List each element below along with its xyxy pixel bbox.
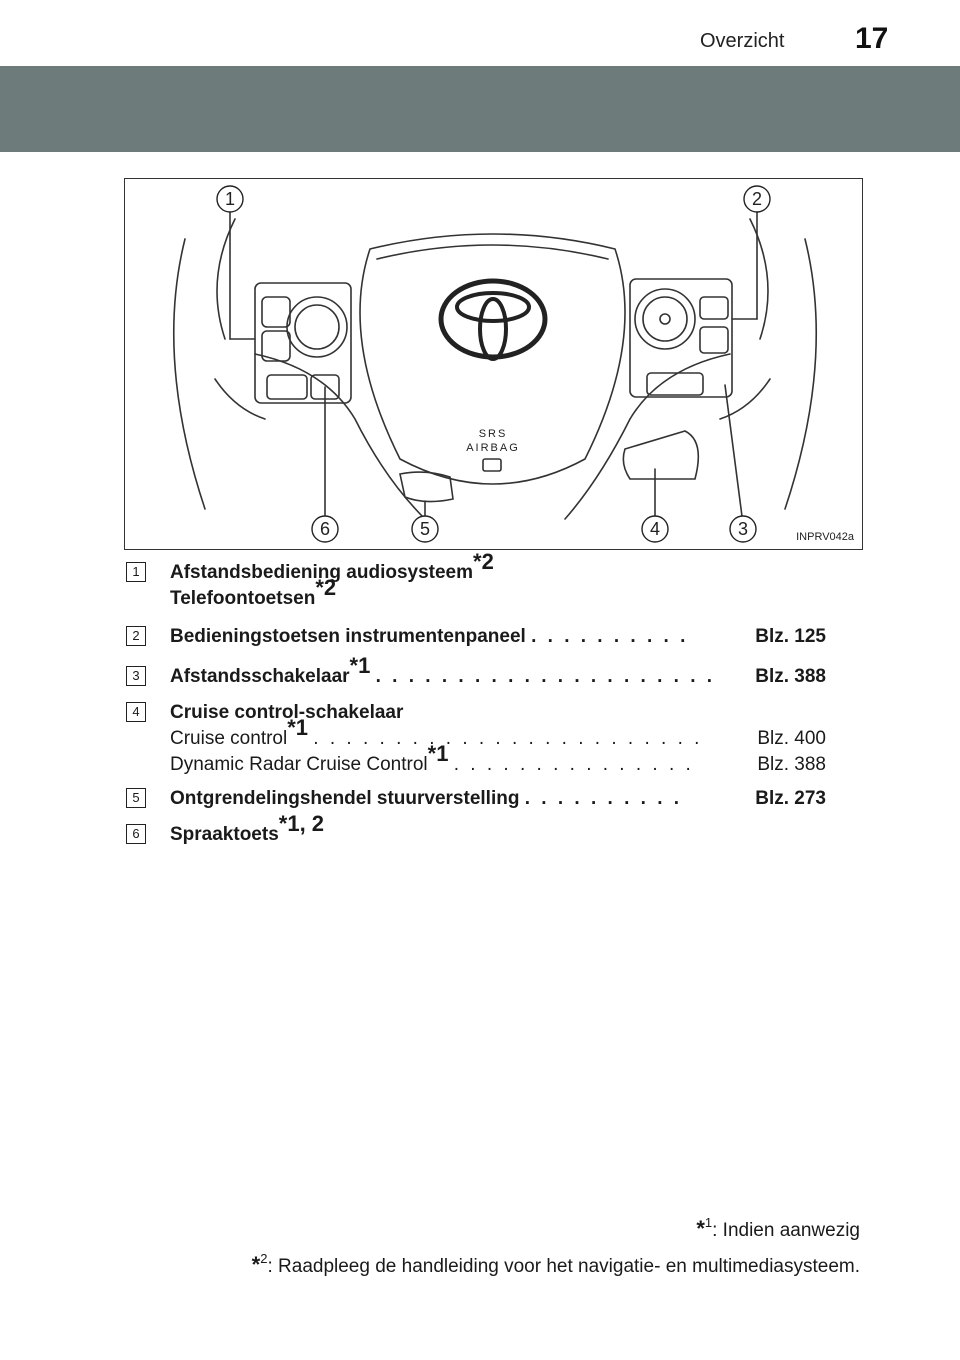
leader-dots: . . . . . . . . . . . . . . . . . . . . … — [313, 728, 703, 749]
item-number: 6 — [126, 824, 146, 844]
list-item: 2 Bedieningstoetsen instrumentenpaneel .… — [126, 624, 826, 650]
page-ref: Blz. 400 — [757, 728, 826, 749]
item-number: 3 — [126, 666, 146, 686]
item-title: Spraaktoets*1, 2 — [170, 813, 324, 847]
airbag-label-srs: SRS — [479, 428, 508, 440]
leader-dots: . . . . . . . . . . . . . . . . . . . . … — [375, 666, 716, 687]
leader-dots: . . . . . . . . . . . . . . . . . . — [524, 788, 685, 809]
list-item: 1 Afstandsbediening audiosysteem*2 Telef… — [126, 551, 826, 616]
item-title: Bedieningstoetsen instrumentenpaneel . .… — [170, 624, 826, 649]
item-title: Afstandsbediening audiosysteem*2 — [170, 551, 494, 585]
footnotes: *1: Indien aanwezig *2: Raadpleeg de han… — [252, 1212, 860, 1284]
page-header — [0, 0, 960, 62]
figure-code: INPRV042a — [796, 531, 854, 543]
item-title-text: Afstandsschakelaar — [170, 666, 350, 687]
page-ref: Blz. 273 — [755, 788, 826, 809]
callout-label-6: 6 — [320, 519, 330, 539]
leader-dots: . . . . . . . . . . . . . . . . . . . . — [531, 626, 696, 647]
footnote-text: : Indien aanwezig — [712, 1220, 860, 1241]
callout-label-2: 2 — [752, 189, 762, 209]
page-ref: Blz. 388 — [755, 666, 826, 687]
header-band — [0, 66, 960, 152]
footnote-mark: * — [251, 1252, 261, 1277]
callout-1 — [216, 185, 244, 213]
callout-5 — [411, 515, 439, 543]
footnote-ref: *1 — [349, 653, 371, 678]
item-number: 1 — [126, 562, 146, 582]
item-title-2: Telefoontoetsen*2 — [170, 577, 336, 611]
item-title-text: Afstandsbediening audiosysteem — [170, 562, 474, 583]
list-item: 3 Afstandsschakelaar*1 . . . . . . . . .… — [126, 655, 826, 690]
footnote-ref: *1 — [287, 715, 309, 740]
item-title-text: Bedieningstoetsen instrumentenpaneel — [170, 626, 526, 647]
footnote-ref: *1, 2 — [278, 811, 325, 836]
item-title: Cruise control-schakelaar — [170, 702, 404, 723]
page-ref: Blz. 388 — [757, 754, 826, 775]
steering-wheel-illustration: 1 2 3 4 5 6 SRS AIRBAG — [172, 185, 818, 543]
item-title: Afstandsschakelaar*1 . . . . . . . . . .… — [170, 655, 826, 689]
list-item: 4 Cruise control-schakelaar Cruise contr… — [126, 700, 826, 780]
callout-6 — [311, 515, 339, 543]
callout-3 — [729, 515, 757, 543]
callout-label-5: 5 — [420, 519, 430, 539]
page-number: 17 — [855, 22, 889, 55]
steering-wheel-figure: 1 2 3 4 5 6 SRS AIRBAG INPRV042a — [124, 178, 863, 550]
item-title: Ontgrendelingshendel stuurverstelling . … — [170, 786, 826, 811]
section-title: Overzicht — [700, 30, 785, 52]
callout-label-1: 1 — [225, 189, 235, 209]
footnote-ref: *2 — [315, 575, 337, 600]
footnote-text: : Raadpleeg de handleiding voor het navi… — [267, 1256, 860, 1277]
item-number: 5 — [126, 788, 146, 808]
sub-item: Cruise control*1 . . . . . . . . . . . .… — [170, 717, 826, 751]
item-title-text: Spraaktoets — [170, 824, 279, 845]
item-number: 2 — [126, 626, 146, 646]
footnote-number: 2 — [260, 1251, 268, 1266]
callout-2 — [743, 185, 771, 213]
list-item: 6 Spraaktoets*1, 2 — [126, 813, 826, 848]
footnote-2: *2: Raadpleeg de handleiding voor het na… — [252, 1248, 860, 1284]
item-title-text: Ontgrendelingshendel stuurverstelling — [170, 788, 520, 809]
leader-dots: . . . . . . . . . . . . . . . . . . . . … — [453, 754, 694, 775]
callout-4 — [641, 515, 669, 543]
sub-item: Dynamic Radar Cruise Control*1 . . . . .… — [170, 743, 826, 777]
airbag-label-airbag: AIRBAG — [466, 442, 520, 454]
callout-label-4: 4 — [650, 519, 660, 539]
footnote-number: 1 — [704, 1215, 713, 1230]
list-item: 5 Ontgrendelingshendel stuurverstelling … — [126, 786, 826, 812]
page-ref: Blz. 125 — [755, 626, 826, 647]
item-number: 4 — [126, 702, 146, 722]
footnote-ref: *1 — [427, 741, 449, 766]
callout-label-3: 3 — [738, 519, 748, 539]
footnote-ref: *2 — [473, 549, 494, 574]
sub-item-text: Dynamic Radar Cruise Control — [170, 754, 428, 775]
footnote-1: *1: Indien aanwezig — [252, 1212, 860, 1248]
item-title-2-text: Telefoontoetsen — [170, 588, 316, 609]
sub-item-text: Cruise control — [170, 728, 288, 749]
footnote-mark: * — [696, 1216, 705, 1241]
